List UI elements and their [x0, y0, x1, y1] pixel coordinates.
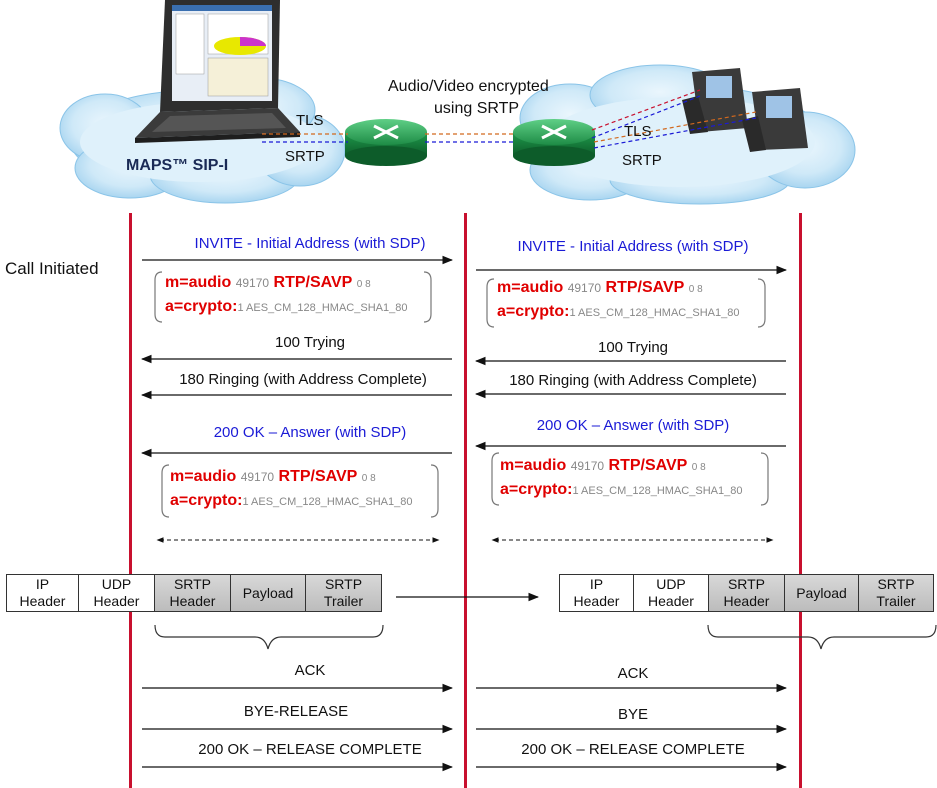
sdp-bracket-right-ok	[491, 452, 500, 506]
brace-right-encrypted	[707, 624, 937, 650]
right-trying-label: 100 Trying	[597, 339, 669, 356]
sdp-proto: RTP/SAVP	[605, 279, 685, 296]
right-router-icon	[513, 119, 595, 166]
lifeline-middle	[464, 213, 467, 788]
left-router-icon	[345, 119, 427, 166]
sdp-codecs: 0 8	[691, 462, 706, 473]
right-ack-label: ACK	[617, 665, 649, 682]
network-illustration	[59, 0, 856, 205]
sdp-suite: 1 AES_CM_128_HMAC_SHA1_80	[237, 302, 408, 314]
left-tls-label: TLS	[296, 112, 324, 129]
sdp-suite: 1 AES_CM_128_HMAC_SHA1_80	[572, 485, 743, 497]
sdp-a-key: a=crypto:	[497, 303, 570, 320]
sdp-proto: RTP/SAVP	[278, 468, 358, 485]
sdp-codecs: 0 8	[688, 284, 703, 295]
packet-payload: Payload	[784, 574, 859, 612]
left-bye-label: BYE-RELEASE	[243, 703, 349, 720]
sdp-port: 49170	[567, 281, 602, 295]
left-trying-label: 100 Trying	[274, 334, 346, 351]
headline-line2: using SRTP	[434, 100, 520, 117]
right-bye-label: BYE	[617, 706, 649, 723]
left-ack-label: ACK	[294, 662, 326, 679]
signaling-links	[262, 89, 757, 149]
right-tls-label: TLS	[624, 123, 652, 140]
sdp-a-key: a=crypto:	[165, 298, 238, 315]
sdp-m-key: m=audio	[500, 457, 567, 474]
sdp-right-ok: m=audio 49170 RTP/SAVP 0 8 a=crypto:1 AE…	[500, 455, 742, 502]
left-invite-label: INVITE - Initial Address (with SDP)	[194, 235, 426, 252]
sdp-bracket-left-invite	[154, 271, 163, 323]
sdp-a-key: a=crypto:	[500, 481, 573, 498]
sdp-m-key: m=audio	[497, 279, 564, 296]
right-ok-label: 200 OK – Answer (with SDP)	[536, 417, 730, 434]
sdp-port: 49170	[570, 459, 605, 473]
sdp-left-invite: m=audio 49170 RTP/SAVP 0 8 a=crypto:1 AE…	[165, 272, 407, 319]
right-release-complete-label: 200 OK – RELEASE COMPLETE	[521, 741, 745, 758]
sdp-bracket-left-ok	[161, 464, 170, 518]
sdp-port: 49170	[240, 470, 275, 484]
sdp-port: 49170	[235, 276, 270, 290]
left-srtp-label: SRTP	[285, 148, 325, 165]
sdp-codecs: 0 8	[361, 473, 376, 484]
laptop-icon	[135, 0, 300, 143]
sdp-suite: 1 AES_CM_128_HMAC_SHA1_80	[242, 496, 413, 508]
left-ringing-label: 180 Ringing (with Address Complete)	[179, 371, 427, 388]
packet-payload: Payload	[230, 574, 306, 612]
sdp-a-key: a=crypto:	[170, 492, 243, 509]
sdp-left-ok: m=audio 49170 RTP/SAVP 0 8 a=crypto:1 AE…	[170, 466, 412, 513]
sdp-m-key: m=audio	[170, 468, 237, 485]
left-ok-label: 200 OK – Answer (with SDP)	[213, 424, 407, 441]
sdp-suite: 1 AES_CM_128_HMAC_SHA1_80	[569, 307, 740, 319]
right-ringing-label: 180 Ringing (with Address Complete)	[509, 372, 757, 389]
left-release-complete-label: 200 OK – RELEASE COMPLETE	[198, 741, 422, 758]
sdp-m-key: m=audio	[165, 274, 232, 291]
brace-left-encrypted	[154, 624, 384, 650]
sdp-right-invite: m=audio 49170 RTP/SAVP 0 8 a=crypto:1 AE…	[497, 277, 739, 324]
sdp-codecs: 0 8	[356, 279, 371, 290]
call-initiated-label: Call Initiated	[5, 259, 99, 278]
right-srtp-label: SRTP	[622, 152, 662, 169]
headline-line1: Audio/Video encrypted	[388, 78, 549, 95]
sdp-bracket-right-invite	[486, 278, 495, 328]
right-invite-label: INVITE - Initial Address (with SDP)	[517, 238, 749, 255]
lifeline-left	[129, 213, 132, 788]
lifeline-right	[799, 213, 802, 788]
maps-sip-i-label: MAPS™ SIP-I	[126, 157, 229, 174]
sdp-proto: RTP/SAVP	[273, 274, 353, 291]
sdp-proto: RTP/SAVP	[608, 457, 688, 474]
